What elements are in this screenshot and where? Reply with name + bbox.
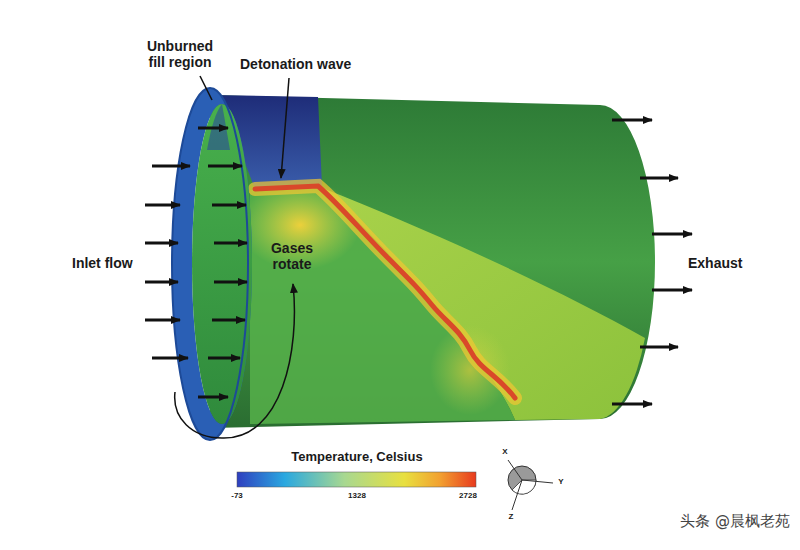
legend-title: Temperature, Celsius [257,450,457,465]
rotation-label: Gases rotate [262,240,322,272]
tick-label: -73 [217,491,257,500]
wave-label: Detonation wave [240,56,380,72]
exhaust-label: Exhaust [688,255,788,271]
inlet-label: Inlet flow [72,255,148,271]
axis-label: Y [555,477,567,486]
axis-label: Z [505,512,517,521]
tick-label: 1328 [337,491,377,500]
axis-label: X [499,447,511,456]
region-label: Unburned fill region [140,38,220,70]
tick-label: 2728 [448,491,488,500]
watermark: 头条 @晨枫老苑 [630,513,790,530]
